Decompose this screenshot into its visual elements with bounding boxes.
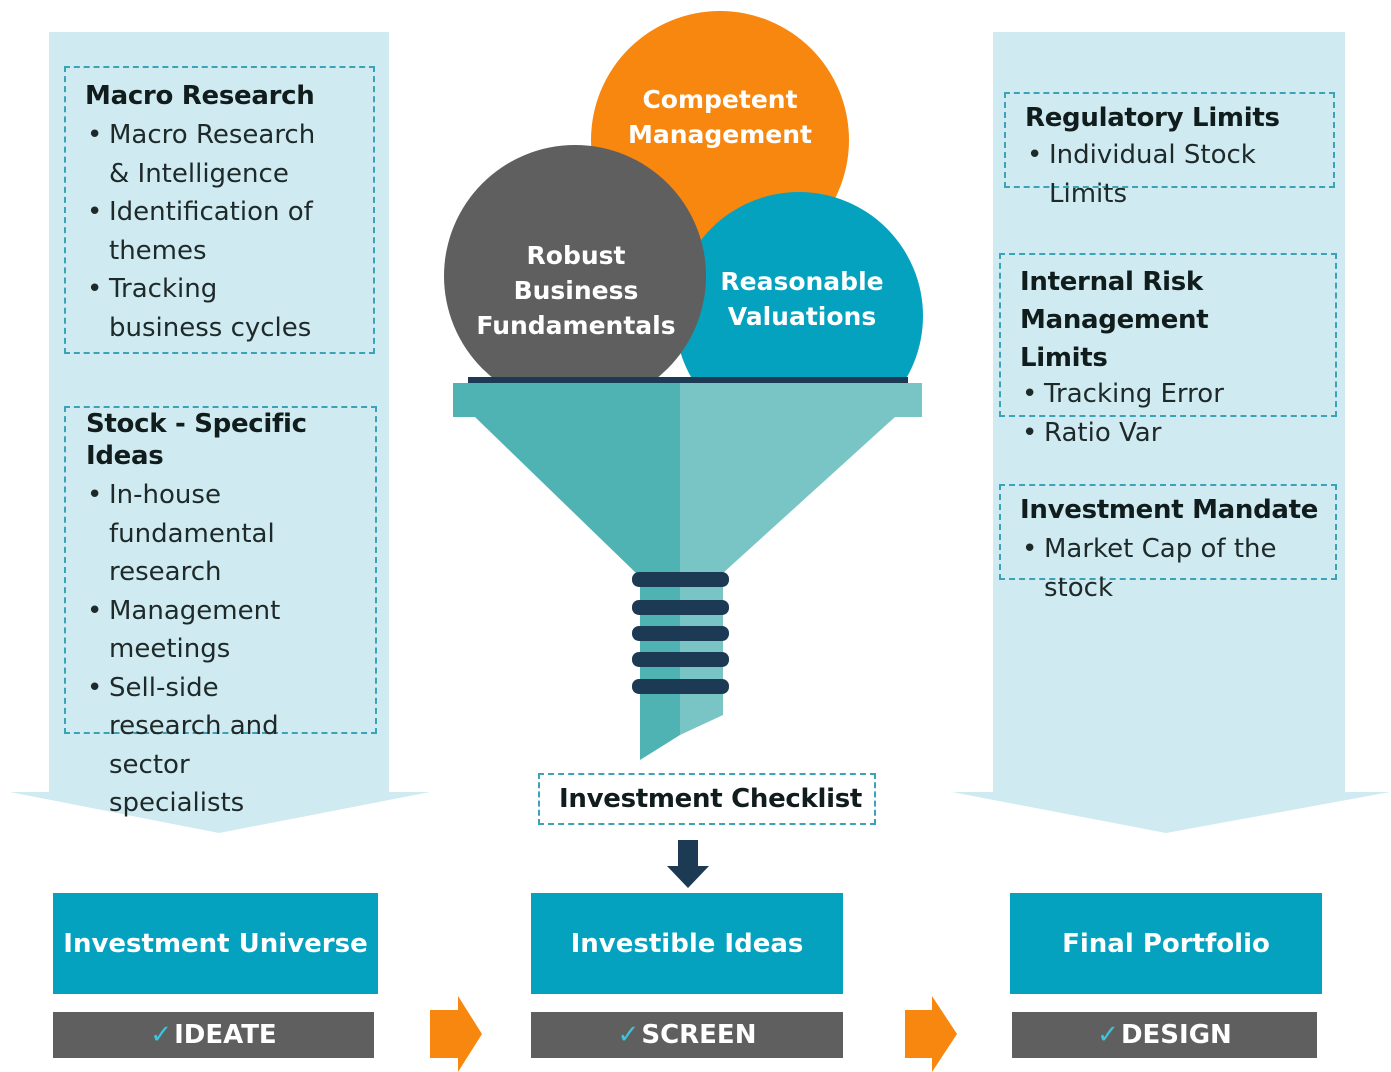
stage-final-portfolio: Final Portfolio <box>1010 893 1322 994</box>
step-screen: ✓ SCREEN <box>531 1012 843 1058</box>
stage-investment-universe: Investment Universe <box>53 893 378 994</box>
check-icon: ✓ <box>1097 1020 1119 1050</box>
funnel-ring <box>632 600 729 615</box>
regulatory-limits-box: Regulatory Limits Individual Stock Limit… <box>1004 92 1335 209</box>
down-arrow-icon <box>667 840 709 888</box>
list-item: In-house fundamental research <box>85 476 315 592</box>
stock-ideas-list: In-house fundamental research Management… <box>85 476 315 823</box>
investment-checklist-box: Investment Checklist <box>538 773 876 825</box>
funnel-cone-left <box>475 417 680 573</box>
internal-risk-list: Tracking Error Ratio Var <box>1020 375 1335 452</box>
internal-risk-box: Internal Risk Management Limits Tracking… <box>999 253 1337 452</box>
funnel-ring <box>632 652 729 667</box>
list-item: Market Cap of the stock <box>1020 530 1335 607</box>
stock-ideas-title: Stock - Specific Ideas <box>86 409 307 471</box>
step-design: ✓ DESIGN <box>1012 1012 1317 1058</box>
macro-research-title: Macro Research <box>85 81 315 111</box>
investment-mandate-box: Investment Mandate Market Cap of the sto… <box>999 484 1337 603</box>
list-item: Ratio Var <box>1020 414 1335 453</box>
list-item: Sell-side research and sector specialist… <box>85 669 315 823</box>
step-design-label: DESIGN <box>1120 1020 1232 1050</box>
list-item: Management meetings <box>85 592 315 669</box>
list-item: Macro Research & Intelligence <box>85 116 335 193</box>
internal-risk-title: Internal Risk Management Limits <box>1020 267 1209 373</box>
stock-ideas-box: Stock - Specific Ideas In-house fundamen… <box>64 406 377 818</box>
funnel-ring <box>632 572 729 587</box>
step-ideate-label: IDEATE <box>174 1020 277 1050</box>
reasonable-valuations-label: Reasonable Valuations <box>720 267 884 331</box>
robust-fundamentals-label: Robust Business Fundamentals <box>476 241 676 340</box>
funnel-rim <box>468 377 908 383</box>
funnel-ring <box>632 626 729 641</box>
funnel-cone-right <box>680 417 895 573</box>
orange-arrow-icon <box>905 996 957 1072</box>
investment-mandate-list: Market Cap of the stock <box>1020 530 1335 607</box>
regulatory-limits-list: Individual Stock Limits <box>1025 136 1333 213</box>
funnel-band-left <box>453 383 680 417</box>
step-ideate: ✓ IDEATE <box>53 1012 374 1058</box>
funnel-ring <box>632 679 729 694</box>
check-icon: ✓ <box>617 1020 640 1050</box>
macro-research-box: Macro Research Macro Research & Intellig… <box>64 66 375 354</box>
investment-checklist-label: Investment Checklist <box>559 784 863 814</box>
list-item: Individual Stock Limits <box>1025 136 1333 213</box>
investment-mandate-title: Investment Mandate <box>1020 495 1319 525</box>
step-screen-label: SCREEN <box>641 1020 757 1050</box>
circle-robust-fundamentals <box>444 145 706 407</box>
competent-management-label: Competent Management <box>627 85 813 149</box>
list-item: Tracking business cycles <box>85 270 335 347</box>
regulatory-limits-title: Regulatory Limits <box>1025 103 1280 133</box>
macro-research-list: Macro Research & Intelligence Identifica… <box>85 116 335 347</box>
stage-investible-ideas: Investible Ideas <box>531 893 843 994</box>
check-icon: ✓ <box>150 1020 173 1050</box>
orange-arrow-icon <box>430 996 482 1072</box>
list-item: Identification of themes <box>85 193 335 270</box>
funnel-band-right <box>680 383 922 417</box>
list-item: Tracking Error <box>1020 375 1335 414</box>
